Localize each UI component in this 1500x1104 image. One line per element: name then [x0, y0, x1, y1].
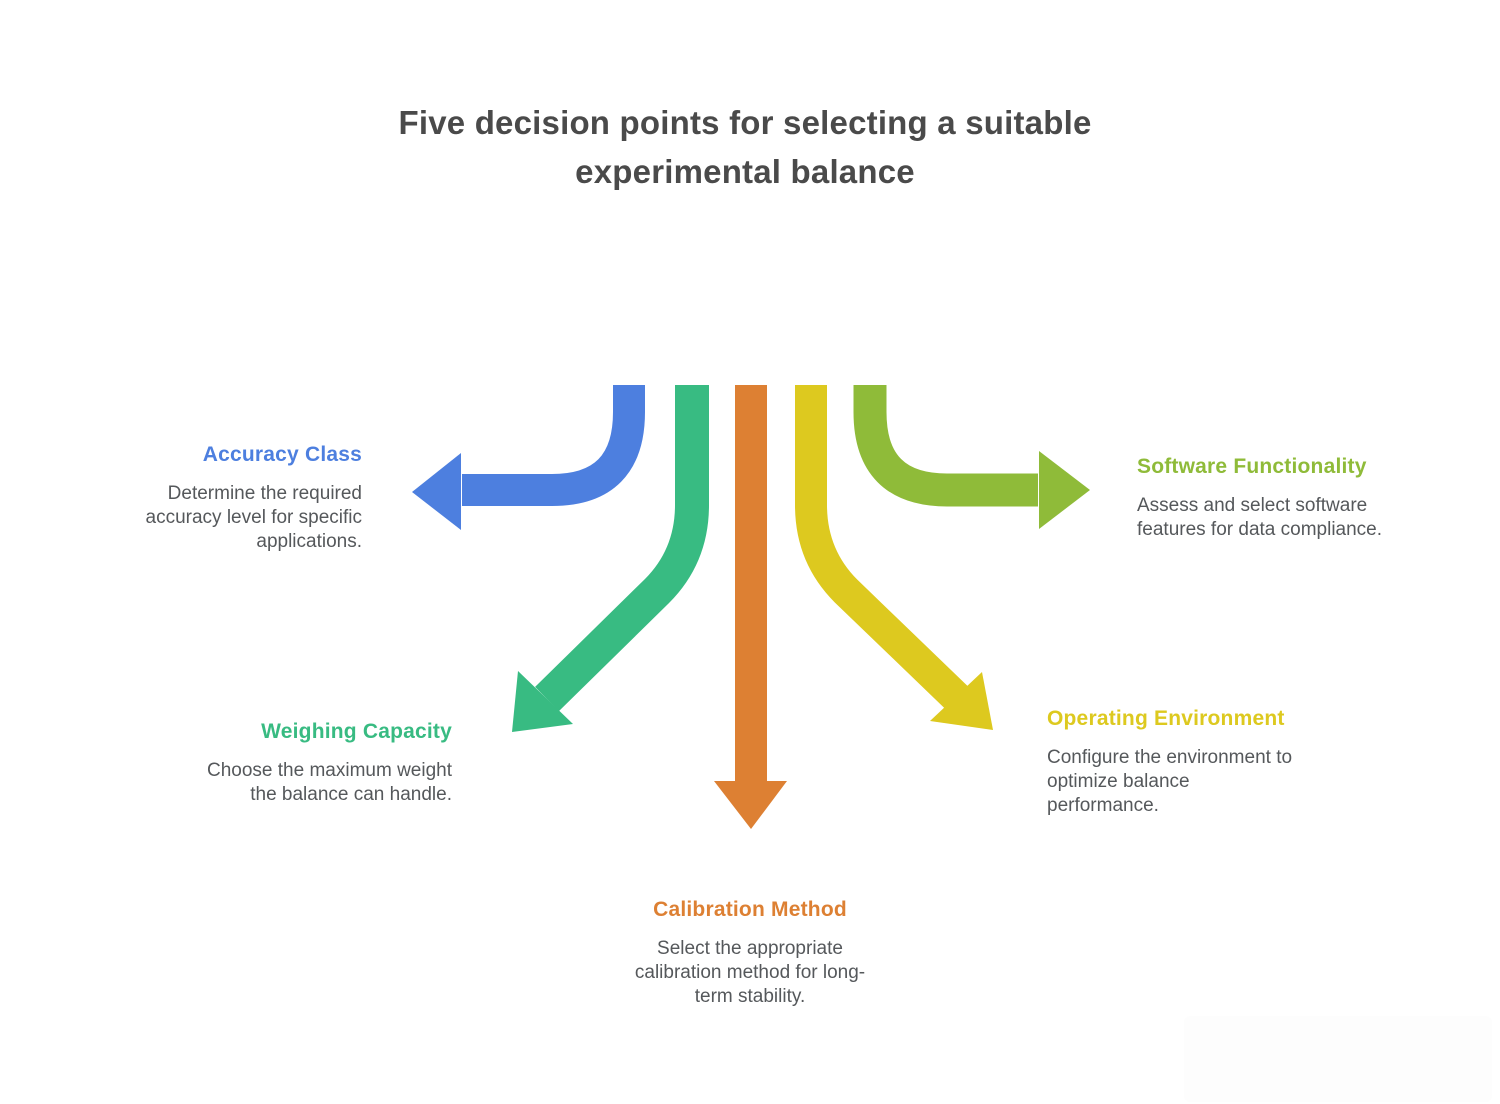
- calibration-method-body-line: term stability.: [694, 986, 806, 1007]
- calibration-method-arrowhead: [714, 781, 787, 829]
- weighing-capacity-arrow: [512, 385, 709, 732]
- accuracy-class-arrow-shaft: [462, 385, 645, 506]
- calibration-method-block: Calibration Method Select the appropriat…: [618, 897, 882, 1009]
- page-title: Five decision points for selecting a sui…: [0, 98, 1490, 196]
- software-functionality-arrowhead: [1039, 451, 1090, 529]
- accuracy-class-block: Accuracy Class Determine the required ac…: [120, 442, 362, 554]
- operating-environment-arrow: [795, 385, 993, 730]
- accuracy-class-heading: Accuracy Class: [202, 443, 362, 466]
- weighing-capacity-heading: Weighing Capacity: [261, 720, 452, 743]
- operating-environment-body-line: Configure the environment to: [1047, 747, 1293, 768]
- accuracy-class-body-line: Determine the required: [167, 483, 362, 504]
- accuracy-class-arrowhead: [412, 453, 461, 530]
- calibration-method-arrow: [714, 385, 787, 829]
- accuracy-class-body-line: accuracy level for specific: [145, 507, 362, 528]
- software-functionality-block: Software Functionality Assess and select…: [1137, 454, 1427, 542]
- software-functionality-arrow-shaft: [853, 385, 1038, 507]
- weighing-capacity-arrowhead: [512, 671, 573, 732]
- software-functionality-body-line: Assess and select software: [1137, 495, 1368, 516]
- operating-environment-block: Operating Environment Configure the envi…: [1047, 706, 1327, 818]
- accuracy-class-body-line: applications.: [256, 531, 362, 552]
- page-title-line-1: Five decision points for selecting a sui…: [398, 104, 1092, 141]
- calibration-method-body-line: Select the appropriate: [657, 938, 843, 959]
- calibration-method-heading: Calibration Method: [653, 898, 847, 921]
- operating-environment-arrowhead: [930, 672, 993, 730]
- operating-environment-heading: Operating Environment: [1047, 707, 1285, 730]
- operating-environment-body-line: performance.: [1047, 795, 1159, 816]
- weighing-capacity-body-line: Choose the maximum weight: [207, 760, 452, 781]
- page-title-line-2: experimental balance: [575, 153, 915, 190]
- accuracy-class-arrow: [412, 385, 645, 530]
- software-functionality-arrow: [853, 385, 1090, 529]
- calibration-method-body-line: calibration method for long-: [634, 962, 866, 983]
- weighing-capacity-block: Weighing Capacity Choose the maximum wei…: [190, 719, 452, 807]
- weighing-capacity-arrow-shaft: [535, 385, 709, 712]
- operating-environment-arrow-shaft: [795, 385, 969, 710]
- operating-environment-body-line: optimize balance: [1047, 771, 1190, 792]
- weighing-capacity-body-line: the balance can handle.: [250, 784, 452, 805]
- watermark-area: [1184, 1016, 1492, 1102]
- software-functionality-body-line: features for data compliance.: [1137, 519, 1383, 540]
- software-functionality-heading: Software Functionality: [1137, 455, 1367, 478]
